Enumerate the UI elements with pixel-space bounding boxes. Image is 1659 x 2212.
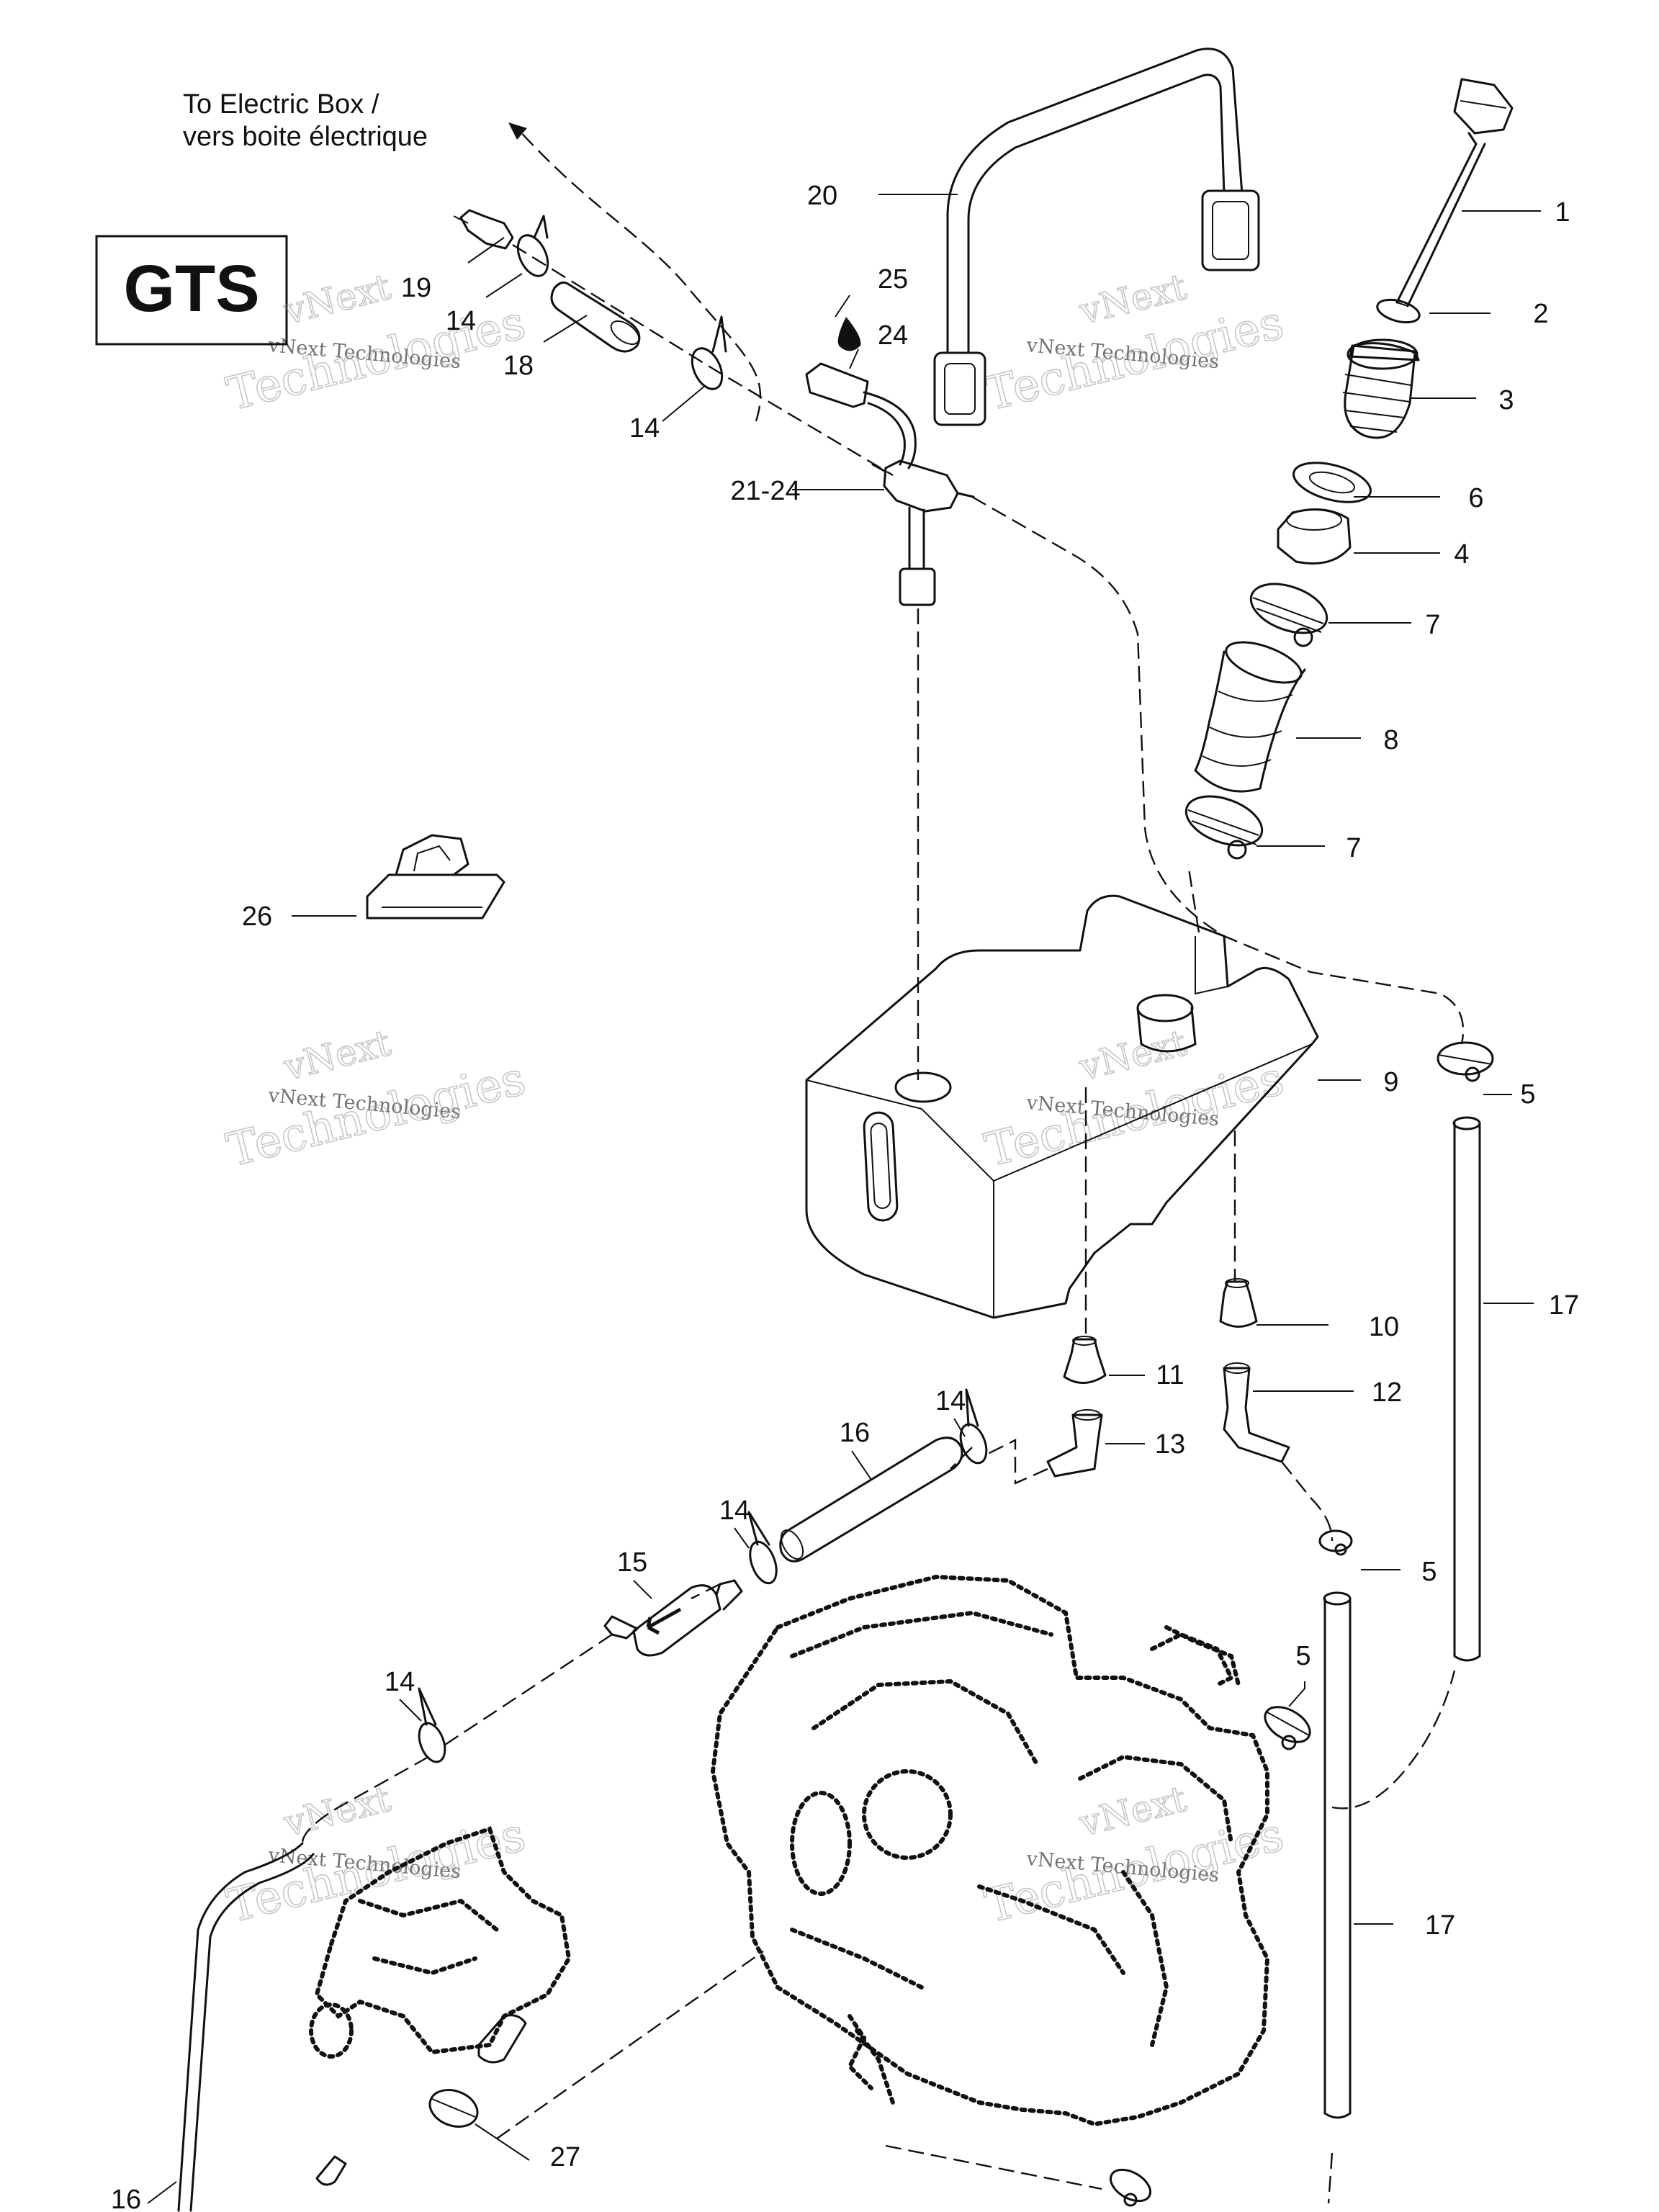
callout-5-a: 5	[1520, 1079, 1535, 1110]
callout-2: 2	[1533, 299, 1548, 329]
part-27-clamp	[428, 2089, 479, 2128]
callout-12: 12	[1372, 1377, 1402, 1408]
callout-labels: 1 2 3 4 5 5 5 5 6 7 7 8 9 10 11 12 13 14…	[111, 181, 1579, 2212]
part-19-check-valve	[453, 209, 514, 250]
model-badge-text: GTS	[123, 252, 259, 325]
callout-20: 20	[807, 181, 837, 211]
part-12-elbow-fitting	[1223, 1362, 1290, 1463]
part-3-filler-neck	[1342, 338, 1420, 439]
part-5-clamp-d	[1110, 2168, 1151, 2207]
callout-16-upper: 16	[840, 1418, 870, 1448]
part-5-clamp-c	[1264, 1706, 1311, 1750]
electric-box-note-line1: To Electric Box /	[183, 89, 379, 120]
callout-10: 10	[1369, 1312, 1399, 1342]
part-14-clip-top-b	[691, 315, 727, 390]
part-26-harness-clip	[366, 834, 505, 920]
watermark-bottom-left: vNext vNext Technologies Technologies	[221, 1777, 531, 1934]
part-5-clamp-a	[1437, 1041, 1494, 1082]
callout-8: 8	[1383, 725, 1398, 755]
electric-box-arrow	[508, 122, 762, 422]
oil-pump-outline	[309, 1826, 572, 2064]
callout-16-lower: 16	[111, 2185, 141, 2212]
part-18-hose	[550, 281, 641, 353]
callout-18: 18	[503, 351, 534, 381]
callout-26: 26	[242, 902, 272, 932]
callout-13: 13	[1155, 1429, 1185, 1460]
callout-6: 6	[1468, 483, 1483, 513]
part-8-bellows	[1194, 641, 1306, 793]
callout-14-top-a: 14	[446, 306, 476, 336]
part-14-clip-top-a	[516, 215, 549, 277]
part-17-vent-hose-lower	[1323, 1591, 1352, 2119]
part-4-nut	[1277, 508, 1352, 565]
svg-text:vNext: vNext	[279, 1778, 395, 1845]
callout-17-upper: 17	[1549, 1290, 1579, 1321]
callout-4: 4	[1454, 539, 1469, 570]
watermark-mid-left: vNext vNext Technologies Technologies	[221, 1021, 531, 1178]
part-6-gasket	[1292, 462, 1372, 503]
assembly-dash-lines	[301, 243, 1465, 2204]
part-16-fuel-hose	[779, 1437, 963, 1563]
part-16-fuel-hose-lower	[177, 1842, 347, 2212]
misc-dotted-fitting-bottom	[847, 2014, 873, 2090]
part-25-grease-drop-icon	[837, 317, 861, 351]
leader-lines	[147, 194, 1541, 2204]
svg-text:Technologies: Technologies	[222, 1052, 531, 1177]
part-14-clip-lower-left	[418, 1687, 446, 1763]
part-10-grommet	[1219, 1278, 1258, 1328]
part-2-o-ring	[1376, 298, 1421, 324]
watermark-bottom-right: vNext vNext Technologies Technologies	[979, 1777, 1289, 1934]
part-14-clip-left	[747, 1511, 778, 1585]
callout-19: 19	[401, 273, 431, 303]
callout-14-lower-left: 14	[385, 1667, 415, 1697]
callout-3: 3	[1498, 385, 1514, 415]
part-24-connector	[805, 362, 917, 469]
model-badge: GTS	[95, 235, 288, 346]
callout-7-lower: 7	[1346, 833, 1361, 863]
callout-17-lower: 17	[1425, 1910, 1455, 1941]
part-21-24-level-sensor	[871, 459, 975, 606]
callout-11: 11	[1156, 1360, 1184, 1390]
callout-24: 24	[878, 320, 908, 351]
watermark-mid-right: vNext vNext Technologies Technologies	[979, 1021, 1289, 1178]
part-1-dipstick	[1395, 78, 1514, 307]
part-15-fuel-filter	[603, 1579, 743, 1657]
part-14-clip-mid	[959, 1388, 988, 1465]
callout-5-c: 5	[1295, 1641, 1310, 1671]
svg-text:Technologies: Technologies	[222, 1808, 531, 1933]
part-20-strap	[933, 48, 1260, 426]
part-9-oil-tank	[805, 894, 1319, 1319]
callout-5-b: 5	[1421, 1557, 1437, 1587]
part-17-vent-hose-upper	[1452, 1116, 1481, 1662]
callout-14-mid: 14	[935, 1386, 966, 1416]
callout-1: 1	[1555, 197, 1570, 228]
part-11-grommet	[1063, 1336, 1107, 1384]
engine-outline	[710, 1574, 1270, 2127]
callout-21-24: 21-24	[730, 476, 800, 506]
callout-14-top-b: 14	[629, 413, 660, 444]
part-13-elbow-fitting	[1046, 1409, 1103, 1478]
part-7-clamp-upper	[1249, 583, 1328, 647]
watermark-top-right: vNext vNext Technologies Technologies	[979, 265, 1289, 422]
svg-text:vNext: vNext	[279, 266, 395, 333]
part-7-clamp-lower	[1184, 795, 1264, 860]
callout-15: 15	[617, 1547, 647, 1578]
misc-dotted-fitting-right	[1150, 1632, 1235, 1687]
callout-25: 25	[878, 264, 908, 295]
part-5-clamp-b	[1318, 1529, 1353, 1556]
callout-27: 27	[550, 2142, 580, 2172]
svg-text:vNext: vNext	[279, 1022, 395, 1089]
electric-box-note-line2: vers boite électrique	[183, 122, 428, 152]
callout-14-left: 14	[719, 1496, 750, 1526]
callout-9: 9	[1383, 1067, 1398, 1097]
callout-7-upper: 7	[1425, 610, 1440, 640]
